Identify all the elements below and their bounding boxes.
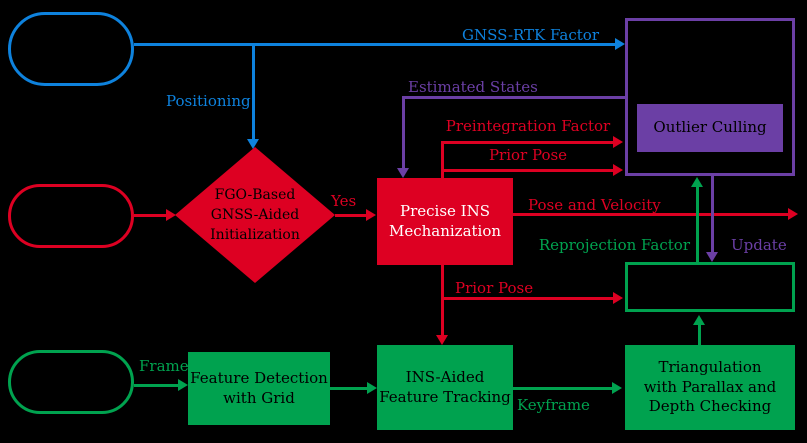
factor-graph-box [625,18,795,176]
frame-arrowhead-icon [178,379,188,391]
prior-pose-top-label: Prior Pose [488,146,568,164]
outlier-culling-node: Outlier Culling [637,104,783,152]
triangulation-node: Triangulation with Parallax and Depth Ch… [625,345,795,430]
triangulation-up-arrowhead-icon [693,315,705,325]
gnss-rtk-factor-line [134,43,618,46]
prior-pose-down-arrowhead-icon [436,335,448,345]
preintegration-factor-label: Preintegration Factor [445,117,611,135]
detection-to-tracking-line [330,387,368,390]
reprojection-factor-arrowhead-icon [691,177,703,187]
gnss-rtk-factor-arrowhead-icon [615,38,625,50]
prior-pose-bottom-label: Prior Pose [455,279,534,297]
ins-mechanization-node: Precise INS Mechanization [377,178,513,265]
gnss-rtk-factor-label: GNSS-RTK Factor [462,26,599,44]
pose-velocity-arrowhead-icon [788,208,798,220]
ins-factors-stem-line [441,141,444,178]
positioning-arrowhead-icon [247,139,259,149]
yes-label: Yes [331,192,357,210]
initialization-to-ins-line [335,214,368,217]
keyframe-label: Keyframe [517,396,590,414]
feature-detection-node: Feature Detection with Grid [188,352,330,425]
feature-tracking-node: INS-Aided Feature Tracking [377,345,513,430]
prior-pose-top-arrowhead-icon [613,164,623,176]
estimated-states-arrowhead-icon [397,168,409,178]
frame-line [134,384,180,387]
keyframe-arrowhead-icon [612,382,622,394]
update-arrowhead-icon [706,252,718,262]
triangulation-up-line [698,323,701,345]
preintegration-factor-arrowhead-icon [613,136,623,148]
reprojection-factor-line [696,185,699,262]
prior-pose-top-line [441,169,613,172]
imu-to-initialization-arrowhead-icon [166,209,176,221]
update-label: Update [731,236,787,254]
initialization-to-ins-arrowhead-icon [366,209,376,221]
pose-velocity-label: Pose and Velocity [528,196,661,214]
prior-pose-branch-line [441,297,613,300]
frame-label: Frame [139,357,189,375]
imu-to-initialization-line [134,214,168,217]
keyframe-line [513,387,614,390]
update-line [711,176,714,254]
green-outline-box [625,262,795,312]
estimated-states-line [402,96,625,99]
positioning-label: Positioning [166,92,251,110]
prior-pose-down-line [441,265,444,337]
reprojection-factor-label: Reprojection Factor [538,236,690,254]
estimated-states-label: Estimated States [408,78,538,96]
detection-to-tracking-arrowhead-icon [367,382,377,394]
estimated-states-down-line [402,96,405,170]
preintegration-factor-line [441,141,613,144]
initialization-decision-node: FGO-Based GNSS-Aided Initialization [175,147,335,283]
input-node-red [8,184,134,248]
pose-velocity-line [513,213,790,216]
prior-pose-branch-arrowhead-icon [613,292,623,304]
positioning-line [252,43,255,141]
input-node-green [8,350,134,414]
input-node-blue [8,12,134,86]
